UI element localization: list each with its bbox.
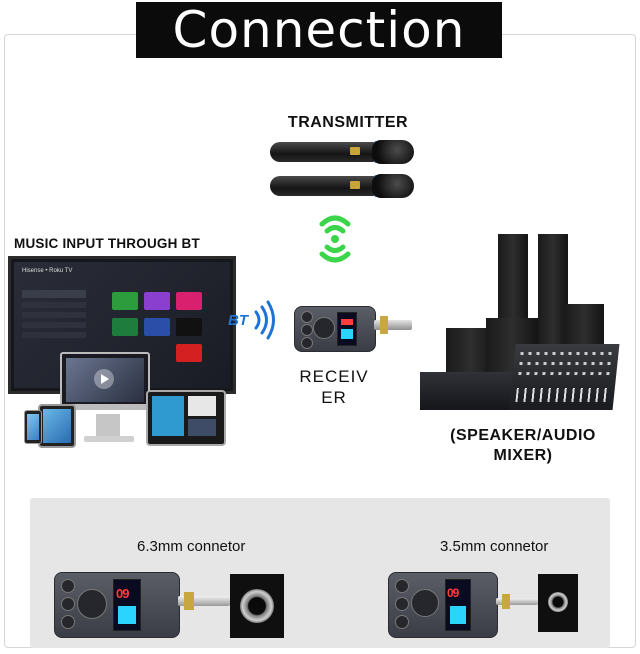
plug-63-collar — [184, 592, 194, 610]
receiver-device-35: 09 — [388, 572, 498, 638]
receiver-label-line2: ER — [321, 388, 347, 407]
audio-mixer — [508, 344, 620, 410]
receiver-device-63: 09 — [54, 572, 180, 638]
speaker-label: (SPEAKER/AUDIO MIXER) — [440, 426, 606, 466]
connector-35-label: 3.5mm connetor — [440, 538, 549, 555]
plug-35 — [496, 598, 538, 605]
receiver-label-line1: RECEIV — [299, 367, 369, 386]
connector-63-label: 6.3mm connetor — [137, 538, 246, 555]
tablet-left — [38, 404, 76, 448]
lcd-readout-63: 09 — [116, 586, 130, 601]
plug-35-collar — [502, 594, 510, 609]
monitor-stand — [96, 414, 120, 438]
receiver-label: RECEIV ER — [294, 366, 374, 408]
wireless-signal-icon — [319, 215, 351, 263]
laptop-base — [50, 404, 156, 410]
tv-brand-text: Hisense • Roku TV — [22, 268, 73, 274]
jack-35 — [538, 574, 578, 632]
speaker-label-line1: (SPEAKER/AUDIO — [450, 427, 596, 444]
monitor-stand-base — [84, 436, 134, 442]
bluetooth-waves-icon — [254, 300, 275, 340]
laptop — [60, 352, 150, 408]
music-input-label: MUSIC INPUT THROUGH BT — [14, 236, 200, 251]
jack-63 — [230, 574, 284, 638]
lcd-readout-35: 09 — [447, 586, 459, 600]
phone-left — [24, 410, 42, 444]
bt-label: BT — [228, 312, 248, 329]
title-banner: Connection — [136, 2, 502, 58]
play-icon — [94, 369, 114, 389]
page-title: Connection — [172, 1, 466, 59]
plug-63 — [178, 596, 230, 606]
plug-collar — [380, 316, 388, 334]
speaker-label-line2: MIXER) — [493, 447, 553, 464]
receiver-device — [294, 306, 376, 352]
tablet-right — [146, 390, 226, 446]
receiver-plug — [374, 320, 412, 330]
transmitter-label: TRANSMITTER — [287, 114, 409, 131]
